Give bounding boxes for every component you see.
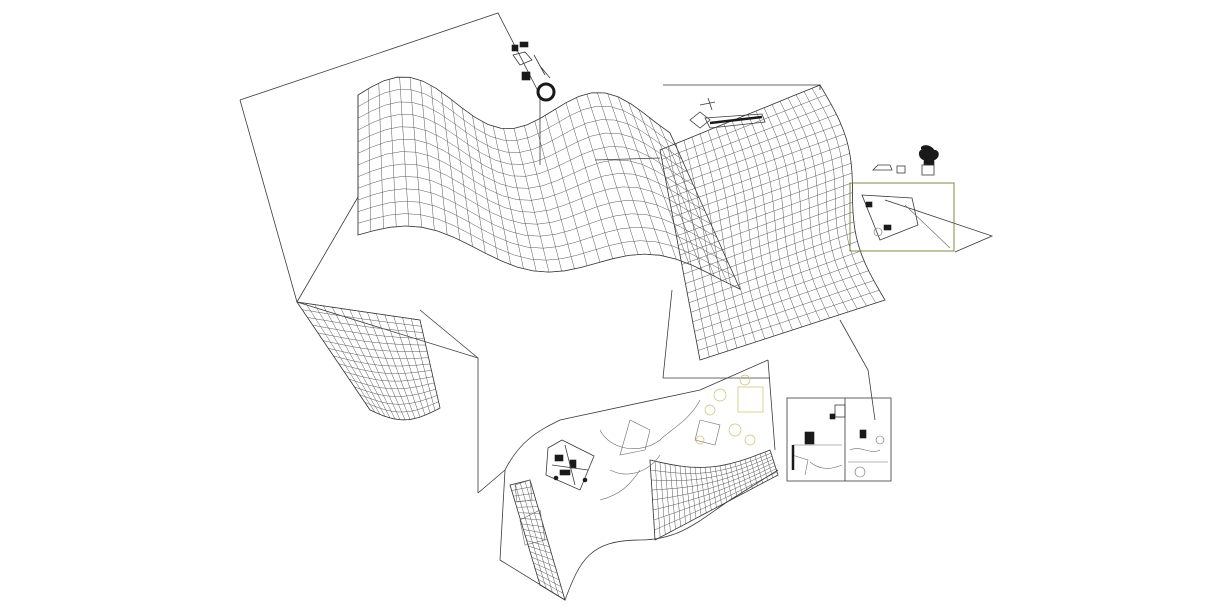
mesh-line: [357, 76, 671, 134]
mesh-outline: [509, 479, 566, 601]
mesh-line: [369, 407, 441, 421]
mesh-line: [690, 250, 861, 313]
mesh-line: [430, 85, 448, 235]
building-plan-small: [545, 439, 595, 491]
mesh-line: [534, 568, 560, 581]
mesh-line: [357, 151, 706, 212]
mesh-line: [492, 126, 524, 269]
mesh-line: [528, 545, 552, 554]
mesh-line: [538, 579, 564, 594]
mesh-line: [349, 378, 435, 390]
mesh-line: [678, 182, 853, 246]
mesh-line: [388, 78, 397, 227]
mesh-line: [650, 452, 772, 474]
terrain-outline: [239, 12, 994, 494]
mesh-line: [694, 270, 869, 332]
mesh-line: [651, 459, 774, 491]
mesh-line: [364, 401, 439, 413]
mesh-line: [357, 176, 717, 238]
mesh-line: [661, 94, 826, 160]
mesh-line: [653, 465, 776, 511]
mesh-line: [357, 101, 682, 160]
terrain-mesh-right: [659, 84, 886, 361]
mesh-line: [676, 172, 853, 237]
mesh-line: [683, 211, 854, 275]
mesh-line: [526, 540, 550, 547]
mesh-line: [533, 562, 558, 574]
mesh-outline: [357, 76, 741, 290]
mesh-line: [519, 518, 542, 521]
mesh-line: [667, 123, 841, 189]
mesh-line: [670, 143, 848, 208]
mesh-outline: [659, 84, 886, 361]
mesh-line: [317, 332, 426, 346]
mesh-line: [307, 317, 423, 333]
mesh-line: [323, 340, 428, 352]
mesh-line: [654, 471, 778, 531]
highlight-frame: [849, 182, 955, 252]
mesh-line: [357, 114, 688, 173]
mesh-line: [679, 192, 853, 256]
mesh-line: [312, 324, 425, 340]
mesh-line: [357, 89, 676, 147]
mesh-line: [687, 231, 856, 294]
mesh-line: [516, 506, 538, 508]
mesh-line: [672, 153, 850, 218]
mesh-line: [596, 92, 652, 255]
mesh-line: [357, 225, 741, 290]
terrain-mesh-left: [296, 301, 441, 421]
small-symbols: [872, 145, 939, 176]
grid-site-plan: [786, 397, 892, 482]
mesh-line: [665, 114, 837, 179]
mesh-line: [523, 529, 546, 534]
terrain-mesh-bottom-left: [509, 479, 566, 601]
mesh-line: [698, 289, 880, 351]
mesh-line: [685, 221, 854, 284]
mesh-line: [357, 200, 729, 264]
mesh-line: [302, 309, 422, 327]
top-detail-cluster: [511, 41, 556, 102]
mesh-line: [652, 462, 775, 501]
mesh-line: [357, 138, 700, 199]
site-plan-outline: [499, 359, 779, 601]
mesh-line: [328, 348, 429, 359]
mesh-line: [521, 523, 544, 527]
mesh-line: [333, 355, 431, 367]
mesh-line: [653, 468, 777, 521]
mesh-line: [359, 394, 438, 405]
mesh-line: [357, 188, 723, 251]
mesh-line: [681, 202, 853, 265]
mesh-line: [524, 534, 548, 541]
mesh-line: [357, 213, 735, 277]
ramp-detail: [689, 97, 766, 129]
mesh-line: [689, 241, 858, 303]
terrain-mesh-bottom: [649, 449, 779, 541]
mesh-line: [518, 512, 540, 514]
terrain-mesh-main: [357, 76, 741, 290]
mesh-line: [586, 93, 639, 255]
mesh-outline: [296, 301, 441, 421]
mesh-line: [357, 163, 711, 225]
mesh-line: [354, 386, 436, 397]
tree-outlines: [695, 374, 764, 446]
mesh-line: [529, 551, 554, 561]
mesh-line: [663, 104, 832, 170]
mesh-line: [669, 133, 845, 198]
mesh-line: [651, 456, 773, 481]
mesh-line: [338, 363, 432, 374]
mesh-line: [692, 260, 865, 323]
mesh-line: [511, 486, 532, 491]
mesh-line: [343, 371, 433, 382]
mesh-line: [696, 280, 874, 342]
mesh-line: [357, 126, 694, 186]
mesh-line: [513, 493, 534, 497]
mesh-line: [531, 556, 556, 567]
mesh-outline: [649, 449, 779, 541]
mesh-line: [674, 162, 852, 227]
mesh-line: [536, 573, 562, 587]
